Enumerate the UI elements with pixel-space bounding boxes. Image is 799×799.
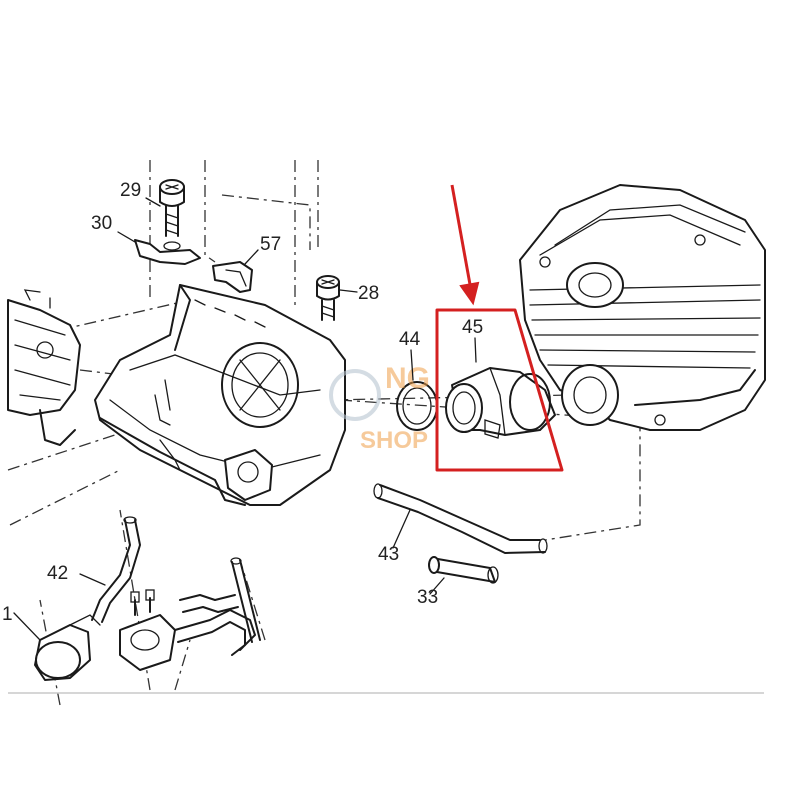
label-28: 28 — [358, 283, 379, 304]
label-45: 45 — [462, 317, 483, 338]
screw-29 — [159, 179, 185, 237]
label-43: 43 — [378, 544, 399, 565]
cylinder — [519, 184, 766, 431]
highlight-frame — [435, 308, 564, 472]
screw-28 — [316, 275, 340, 321]
intake-manifold-45 — [445, 367, 556, 439]
label-44: 44 — [399, 329, 421, 350]
label-33: 33 — [417, 587, 438, 608]
shop-watermark: NG SHOP — [329, 362, 430, 454]
carburetor — [7, 289, 81, 446]
label-57: 57 — [260, 234, 281, 255]
clip-30 — [134, 239, 201, 265]
part-labels: 29 30 57 28 44 45 43 42 33 1 — [2, 180, 483, 625]
highlight-arrow-head — [459, 281, 480, 306]
label-1: 1 — [2, 604, 13, 625]
highlight — [435, 184, 564, 472]
fuel-valve-assembly — [119, 557, 261, 671]
primer-bulb-1 — [34, 614, 101, 681]
label-29: 29 — [120, 180, 141, 201]
watermark-line1: NG — [385, 362, 430, 395]
tube-33 — [428, 556, 499, 584]
label-42: 42 — [47, 563, 68, 584]
fuel-line-42 — [91, 516, 141, 623]
intake-housing — [94, 284, 346, 506]
leader-lines — [13, 197, 477, 641]
hose-43 — [373, 483, 548, 554]
bracket-57 — [212, 261, 253, 293]
label-30: 30 — [91, 213, 112, 234]
highlight-arrow-shaft — [450, 184, 473, 291]
watermark-line2: SHOP — [360, 427, 428, 454]
